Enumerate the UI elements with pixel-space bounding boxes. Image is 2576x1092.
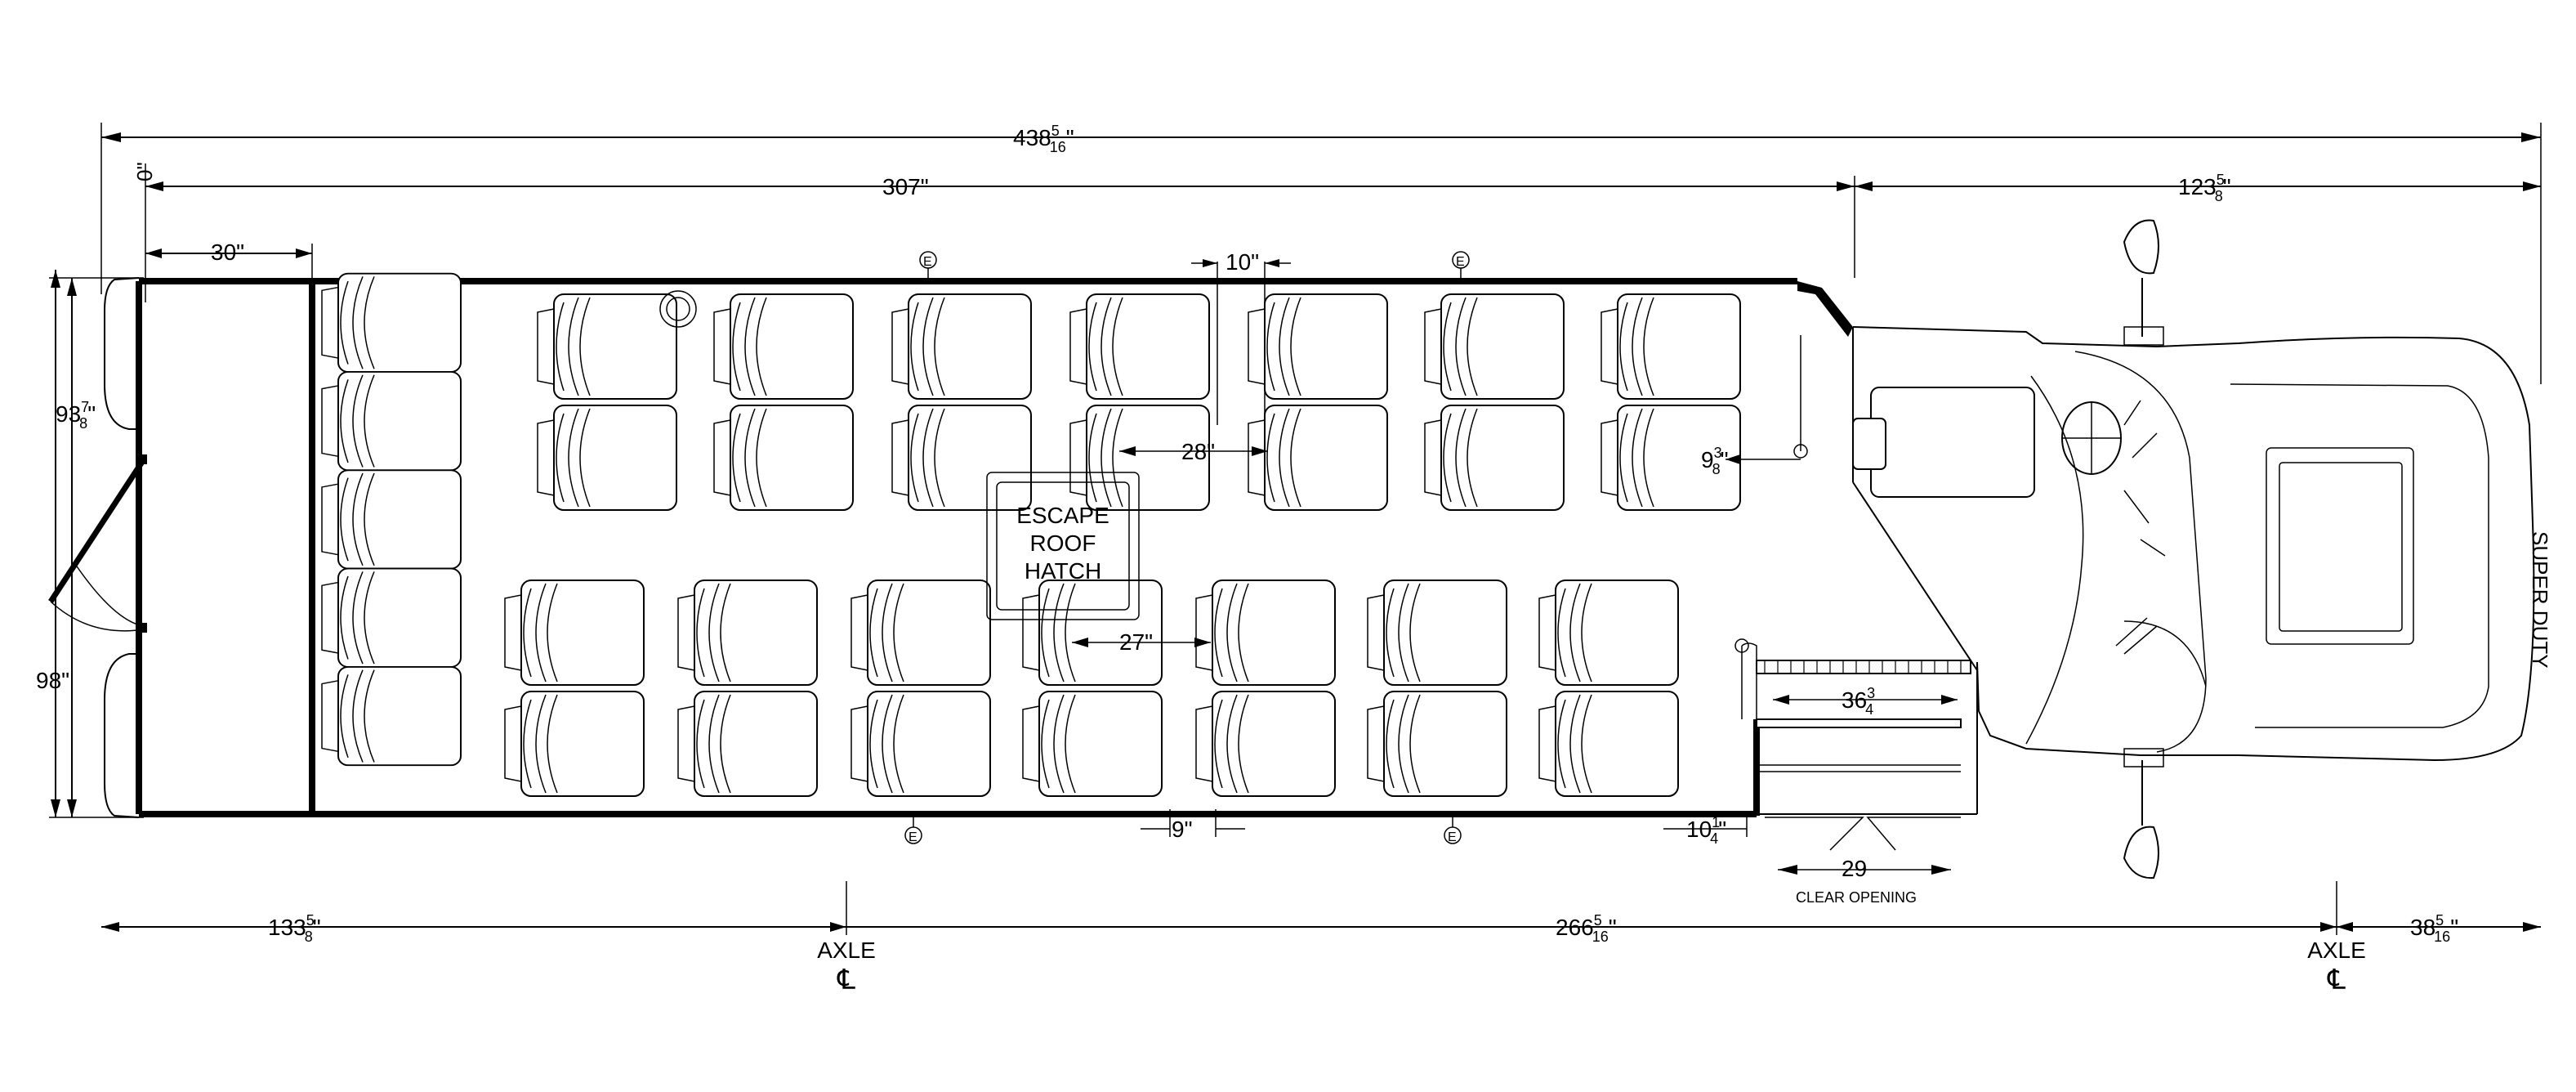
- emergency-exit-markers: E E E E: [904, 251, 1470, 844]
- svg-text:E: E: [1456, 255, 1465, 269]
- clear-opening-label: CLEAR OPENING: [1796, 889, 1917, 906]
- emergency-marker-bottom-1: E: [904, 817, 922, 844]
- svg-text:E: E: [923, 255, 932, 269]
- emergency-marker-bottom-2: E: [1444, 817, 1462, 844]
- rear-offset-label: 30": [211, 239, 244, 265]
- mirror-top-icon: [2123, 219, 2164, 346]
- body-length-dimension: 307": [145, 174, 1855, 278]
- svg-text:E: E: [909, 830, 917, 844]
- emergency-marker-top-2: E: [1452, 251, 1470, 281]
- emergency-marker-top-1: E: [919, 251, 937, 281]
- escape-roof-hatch: ESCAPE ROOF HATCH: [986, 472, 1140, 620]
- svg-text:AXLE: AXLE: [817, 938, 876, 963]
- body-length-label: 307": [882, 174, 929, 199]
- svg-text:ESCAPE: ESCAPE: [1016, 503, 1109, 528]
- svg-text:AXLE: AXLE: [2307, 938, 2366, 963]
- gap-bottom-a-label: 9": [1172, 817, 1193, 842]
- seat-pitch-top-label: 28": [1181, 439, 1215, 464]
- side-mirrors: [2123, 219, 2164, 879]
- steering-wheel-icon: [2061, 401, 2122, 475]
- front-axle-label: AXLE ℄: [2307, 938, 2366, 996]
- top-seat-rows: [537, 290, 1741, 511]
- door-opening-label: 29: [1842, 856, 1867, 881]
- svg-text:0": 0": [132, 162, 157, 181]
- svg-text:E: E: [1448, 830, 1457, 844]
- driver-cab: SUPER DUTY: [1852, 326, 2552, 762]
- rear-offset-dimension: 30": [145, 239, 313, 278]
- centerline-symbol: ℄: [2327, 964, 2346, 996]
- mirror-bottom-icon: [2123, 748, 2164, 879]
- bottom-seat-rows: [504, 580, 1679, 797]
- centerline-symbol: ℄: [837, 964, 855, 996]
- aisle-gap-top-label: 10": [1225, 249, 1259, 275]
- width-mirror-label: 98": [36, 668, 69, 693]
- svg-text:ROOF: ROOF: [1030, 530, 1096, 556]
- hood-text: SUPER DUTY: [2528, 531, 2552, 669]
- svg-text:HATCH: HATCH: [1025, 558, 1101, 584]
- seat-pitch-bottom-label: 27": [1119, 629, 1153, 655]
- rear-bench-seats: [321, 272, 462, 767]
- rear-axle-label: AXLE ℄: [817, 938, 876, 996]
- driver-seat: [1852, 387, 2035, 498]
- bus-body: [48, 277, 1978, 818]
